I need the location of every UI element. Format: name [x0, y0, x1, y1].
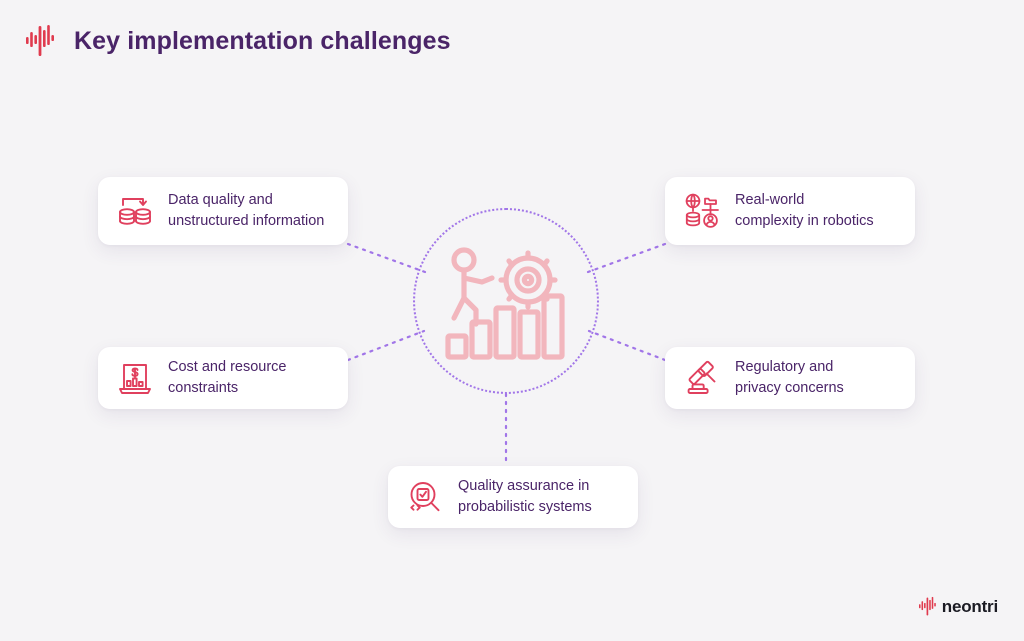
brand-wordmark: neontri — [941, 596, 998, 616]
hub-dotted-ring — [413, 208, 599, 394]
person-pushing-bar-chart-with-gear-icon — [445, 247, 565, 360]
laptop-cost-chart-icon — [119, 364, 151, 394]
challenge-card-label: Cost and resource constraints — [168, 359, 287, 396]
challenge-card-regulatory[interactable]: Regulatory and privacy concerns — [665, 347, 915, 409]
page-title: Key implementation challenges — [74, 26, 451, 55]
challenge-card-data-quality[interactable]: Data quality and unstructured informatio… — [98, 177, 348, 245]
network-globe-folder-database-user-icon — [685, 193, 719, 228]
challenge-card-label: Quality assurance in probabilistic syste… — [458, 478, 592, 515]
connector-regulatory — [587, 329, 667, 362]
page-header: Key implementation challenges — [26, 24, 451, 58]
waveform-icon — [918, 596, 936, 616]
challenge-card-label: Data quality and unstructured informatio… — [168, 192, 325, 229]
connector-robotics — [586, 242, 667, 274]
footer-brand-logo: neontri — [918, 596, 998, 617]
challenge-card-quality-assurance[interactable]: Quality assurance in probabilistic syste… — [388, 466, 638, 528]
magnifier-checklist-icon — [410, 482, 440, 512]
challenge-card-robotics[interactable]: Real-world complexity in robotics — [665, 177, 915, 245]
challenge-card-label: Real-world complexity in robotics — [735, 192, 874, 229]
database-transfer-icon — [119, 198, 151, 225]
challenge-card-cost[interactable]: Cost and resource constraints — [98, 347, 348, 409]
waveform-icon — [26, 25, 54, 56]
challenge-card-label: Regulatory and privacy concerns — [735, 359, 844, 396]
hub — [413, 208, 599, 394]
gavel-icon — [687, 360, 716, 394]
